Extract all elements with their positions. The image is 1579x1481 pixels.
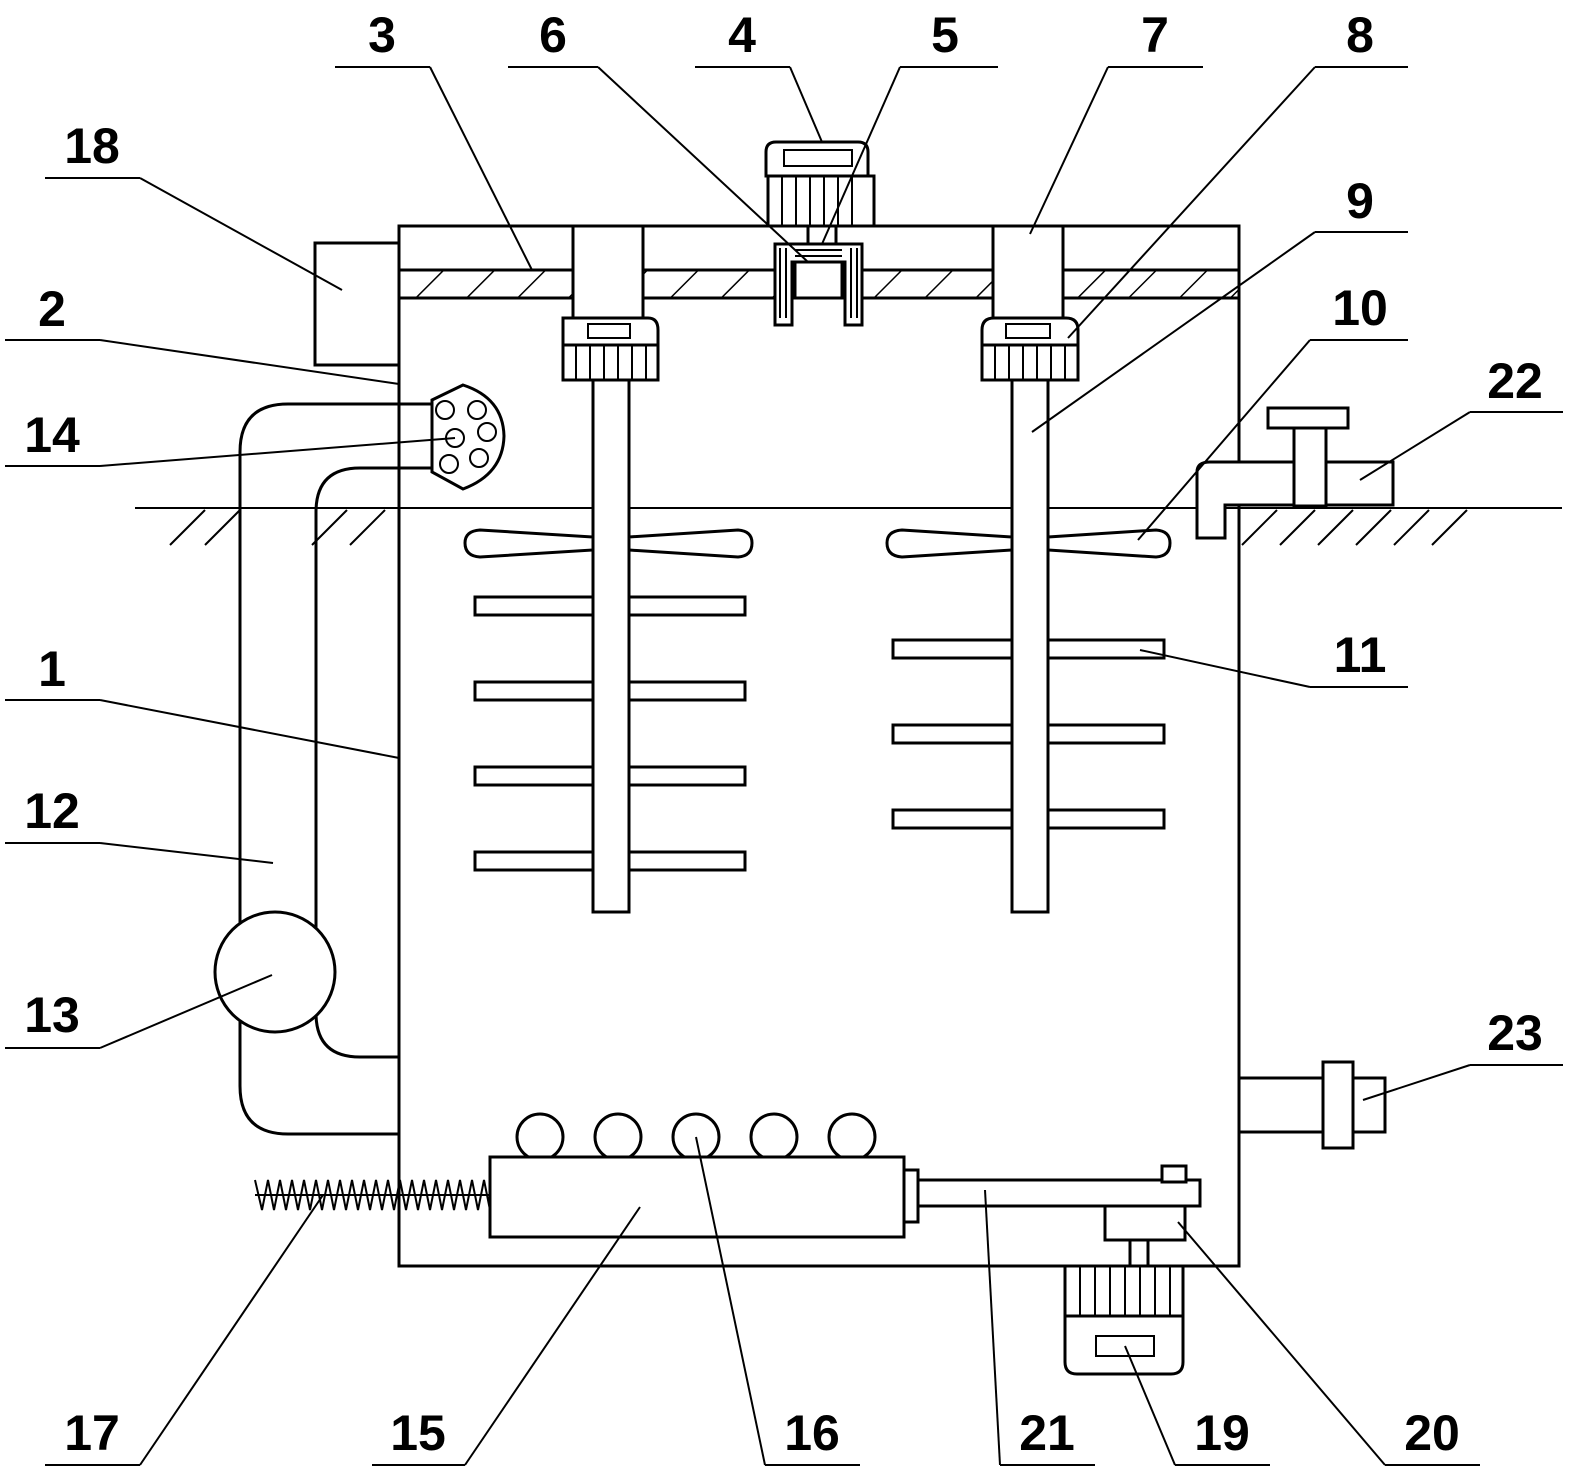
label-20: 20 <box>1404 1405 1460 1461</box>
label-14: 14 <box>24 407 80 463</box>
label-18: 18 <box>64 118 120 174</box>
right-stirring-shaft <box>885 378 1172 914</box>
outlet-pipe <box>1237 1060 1387 1150</box>
crank-link <box>1103 1164 1188 1268</box>
label-19: 19 <box>1194 1405 1250 1461</box>
label-13: 13 <box>24 987 80 1043</box>
label-8: 8 <box>1346 7 1374 63</box>
bottom-motor <box>1063 1264 1185 1376</box>
discharge-valve <box>1195 406 1395 540</box>
label-11: 11 <box>1334 627 1387 683</box>
label-2: 2 <box>38 281 66 337</box>
label-17: 17 <box>64 1405 120 1461</box>
label-12: 12 <box>24 783 80 839</box>
spring <box>254 1179 491 1211</box>
label-5: 5 <box>931 7 959 63</box>
label-6: 6 <box>539 7 567 63</box>
pump <box>213 910 337 1034</box>
slide-block <box>488 1155 906 1239</box>
label-15: 15 <box>390 1405 446 1461</box>
label-21: 21 <box>1019 1405 1075 1461</box>
bevel-gear <box>773 242 864 327</box>
right-bearing-seat <box>980 224 1080 382</box>
label-7: 7 <box>1141 7 1169 63</box>
label-16: 16 <box>784 1405 840 1461</box>
label-3: 3 <box>368 7 396 63</box>
label-10: 10 <box>1332 280 1388 336</box>
top-motor <box>764 140 876 246</box>
left-bearing-seat <box>561 224 660 382</box>
label-23: 23 <box>1487 1005 1543 1061</box>
leader-lines <box>5 66 1563 1466</box>
push-rod <box>902 1168 920 1224</box>
label-4: 4 <box>728 7 756 63</box>
label-1: 1 <box>38 641 66 697</box>
label-22: 22 <box>1487 353 1543 409</box>
connecting-rod <box>916 1178 1202 1208</box>
tank-body <box>397 224 1241 1268</box>
circulation-pipe <box>213 383 506 1136</box>
label-9: 9 <box>1346 173 1374 229</box>
callout-labels: 3 6 4 5 7 8 9 10 22 18 2 14 1 11 12 13 2… <box>24 7 1543 1461</box>
ground-line <box>135 507 1562 546</box>
control-box <box>313 241 401 367</box>
left-stirring-shaft <box>463 378 754 914</box>
